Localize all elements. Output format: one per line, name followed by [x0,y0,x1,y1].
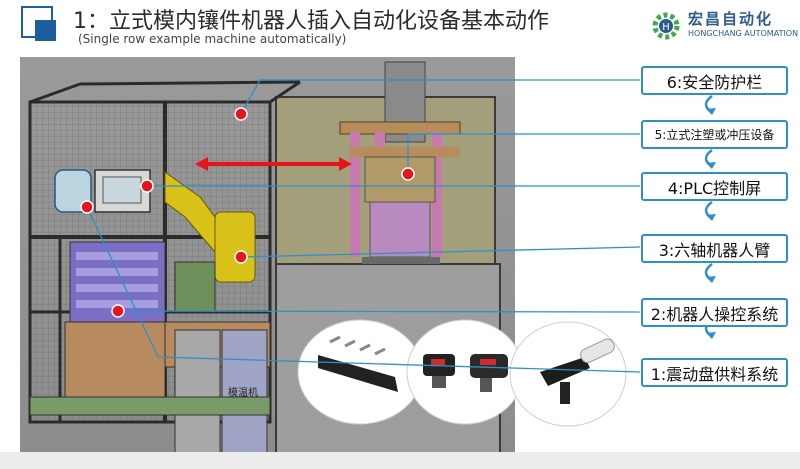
mold-temp-machine-text: 模温机 [228,386,258,399]
svg-text:H: H [662,22,670,33]
product-photo-1 [297,319,423,425]
plc-control-panel [94,169,151,213]
marker-press [401,167,415,181]
label-vibration-feeder: 1:震动盘供料系统 [641,358,788,387]
flow-arrows [704,95,716,339]
marker-robot [234,250,248,264]
vertical-press [339,61,461,264]
label-safety-fence: 6:安全防护栏 [641,66,788,95]
header: 1：立式模内镶件机器人插入自动化设备基本动作 (Single row examp… [0,0,800,52]
label-vertical-press: 5:立式注塑或冲压设备 [641,120,788,149]
marker-plc [140,179,154,193]
callout-lines [86,79,641,373]
brand-name-cn: 宏昌自动化 [688,10,774,28]
label-plc-screen: 4:PLC控制屏 [641,172,788,201]
brand-logo: H 宏昌自动化 HONGCHANG AUTOMATION [650,8,799,44]
marker-control [111,304,125,318]
marker-fence [234,107,248,121]
six-axis-robot [164,171,256,313]
label-six-axis-robot: 3:六轴机器人臂 [641,234,788,263]
bottom-band [0,452,800,469]
page-subtitle: (Single row example machine automaticall… [78,32,347,46]
machine-diagram: 模温机 [20,57,716,458]
red-markers [80,107,415,318]
brand-name-en: HONGCHANG AUTOMATION [688,29,799,38]
product-photo-2 [406,319,524,425]
transfer-arrow [195,157,352,171]
marker-feeder [80,200,94,214]
page-title: 1：立式模内镶件机器人插入自动化设备基本动作 [73,9,549,34]
title-logo-icon [21,6,56,41]
product-photo-3 [509,321,627,427]
gear-icon: H [652,12,680,40]
label-robot-control: 2:机器人操控系统 [641,298,788,327]
